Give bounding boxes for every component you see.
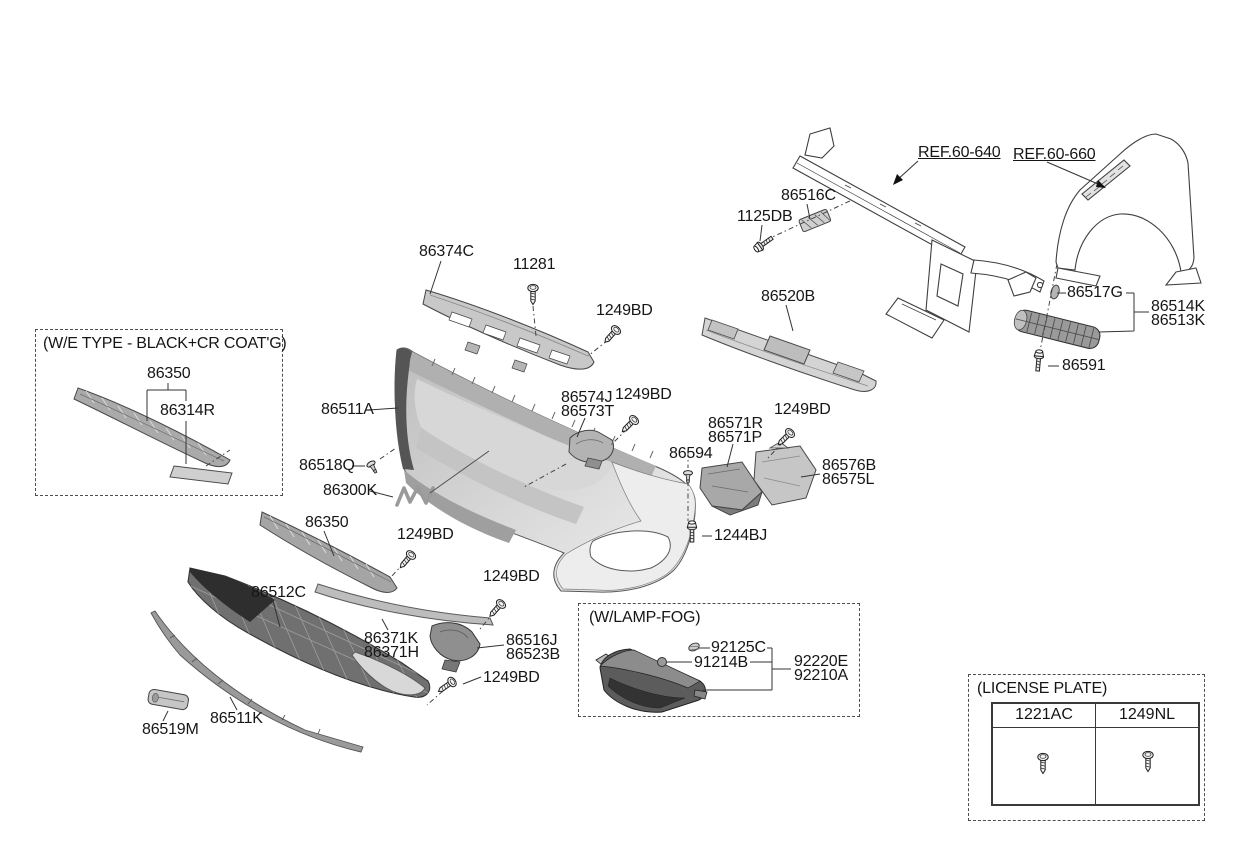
part-label-86350-0: 86350 <box>147 365 191 382</box>
part-label-86523B-30: 86523B <box>506 646 560 663</box>
front-bumper-cover-art <box>394 347 696 593</box>
part-label-86514K-35: 86514K <box>1151 298 1205 315</box>
part-label-1125DB-9: 1125DB <box>737 208 793 225</box>
part-label-86518Q-20: 86518Q <box>299 457 355 474</box>
part-label-86571R-14: 86571R <box>708 415 763 432</box>
part-label-86300K-21: 86300K <box>323 482 377 499</box>
part-label-92125C-38: 92125C <box>711 639 766 656</box>
lower-trim-86511k-art <box>150 610 364 753</box>
part-label-1244BJ-22: 1244BJ <box>714 527 768 544</box>
part-label-86576B-18: 86576B <box>822 457 876 474</box>
part-label-1249BD-16: 1249BD <box>774 401 831 418</box>
part-label-86591-37: 86591 <box>1062 357 1106 374</box>
part-label-86573T-12: 86573T <box>561 403 615 420</box>
part-label-1249BD-31: 1249BD <box>483 669 540 686</box>
radiator-support-art <box>792 127 1045 339</box>
part-label-86594-17: 86594 <box>669 445 713 462</box>
part-label-86513K-36: 86513K <box>1151 312 1205 329</box>
lamp-fog-box-title: (W/LAMP-FOG) <box>589 609 701 626</box>
license-plate-table-body <box>993 728 1198 804</box>
license-plate-cell-1221ac <box>993 728 1096 804</box>
fog-lamp-art <box>595 642 708 713</box>
lower-grille-86512c-art <box>187 567 431 698</box>
part-label-86511A-10: 86511A <box>321 401 374 418</box>
emblem-86300k-art <box>395 450 490 507</box>
strip-86371-art <box>314 583 494 626</box>
reflector-86519m-art <box>147 688 189 711</box>
lamp-fog-option-box: (W/LAMP-FOG) <box>578 603 860 717</box>
license-plate-option-box: (LICENSE PLATE) <box>968 674 1205 821</box>
part-label-86516C-8: 86516C <box>781 187 836 204</box>
part-label-86350-23: 86350 <box>305 514 349 531</box>
we-type-option-box: (W/E TYPE - BLACK+CR COAT'G) <box>35 329 287 496</box>
impact-absorber-art <box>701 317 877 392</box>
side-grid-86514k-art <box>1013 309 1101 350</box>
we-type-box-title: (W/E TYPE - BLACK+CR COAT'G) <box>43 335 287 352</box>
part-label-1249BD-26: 1249BD <box>483 568 540 585</box>
we-type-grille-art <box>73 387 233 485</box>
part-label-86519M-33: 86519M <box>142 721 199 738</box>
fender-art <box>1055 133 1202 287</box>
license-plate-box-title: (LICENSE PLATE) <box>977 680 1108 697</box>
bracket-86516j-art <box>429 622 481 673</box>
part-label-86520B-5: 86520B <box>761 288 815 305</box>
part-label-86371K-27: 86371K <box>364 630 418 647</box>
part-label-91214B-39: 91214B <box>694 654 748 671</box>
part-label-86314R-1: 86314R <box>160 402 215 419</box>
part-label-92210A-41: 92210A <box>794 667 848 684</box>
part-label-86512C-25: 86512C <box>251 584 306 601</box>
upper-grille-86350-art <box>259 511 398 593</box>
part-label-REF.60-660-7: REF.60-660 <box>1013 146 1096 163</box>
part-label-1249BD-13: 1249BD <box>615 386 672 403</box>
part-label-1249BD-4: 1249BD <box>596 302 653 319</box>
side-bracket-86516c-art <box>798 208 832 233</box>
license-plate-table: 1221AC 1249NL <box>991 702 1200 806</box>
ref-640-arrowhead <box>893 174 903 185</box>
part-label-86511K-32: 86511K <box>210 710 263 727</box>
part-label-86575L-19: 86575L <box>822 471 875 488</box>
license-plate-col-2: 1249NL <box>1118 706 1176 723</box>
leader-lines <box>146 160 1149 722</box>
part-label-REF.60-640-6: REF.60-640 <box>918 144 1001 161</box>
part-label-86516J-29: 86516J <box>506 632 558 649</box>
part-label-86371H-28: 86371H <box>364 644 419 661</box>
license-plate-col-1: 1221AC <box>993 704 1096 727</box>
part-label-92220E-40: 92220E <box>794 653 848 670</box>
license-plate-table-header: 1221AC 1249NL <box>993 704 1198 728</box>
ref-660-arrowhead <box>1096 180 1106 188</box>
bracket-86574-art <box>568 429 615 470</box>
part-label-86571P-15: 86571P <box>708 429 762 446</box>
part-label-86517G-34: 86517G <box>1067 284 1123 301</box>
part-label-86574J-11: 86574J <box>561 389 613 406</box>
part-label-1249BD-24: 1249BD <box>397 526 454 543</box>
bumper-upper-rail-art <box>422 289 595 373</box>
bracket-86571-art <box>699 461 764 516</box>
part-label-86374C-2: 86374C <box>419 243 474 260</box>
part-label-11281-3: 11281 <box>513 256 556 273</box>
